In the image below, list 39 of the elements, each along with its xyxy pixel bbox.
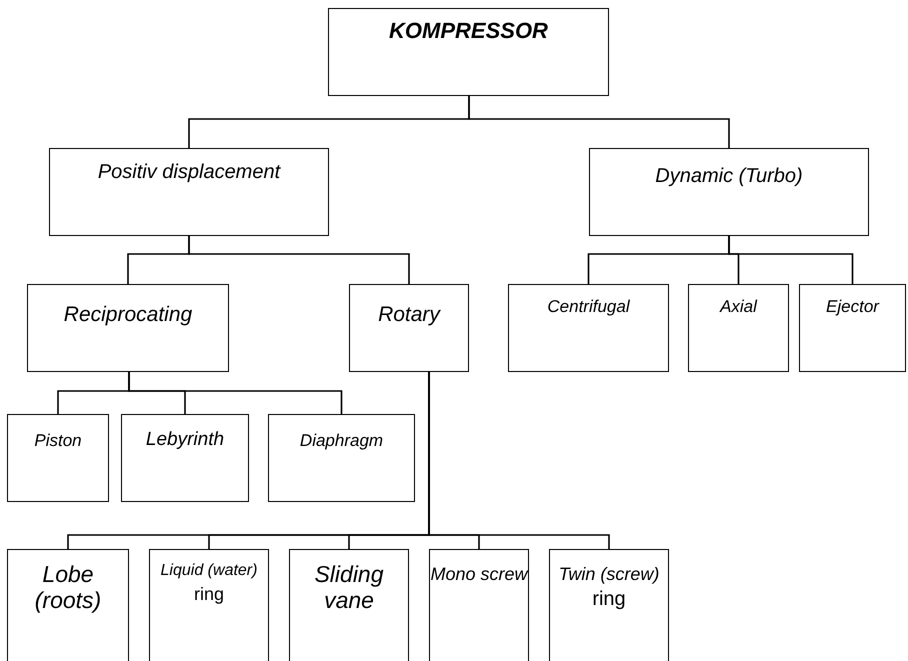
category-box [549, 549, 669, 661]
connector-line [188, 236, 410, 284]
category-box [27, 284, 229, 372]
category-box [688, 284, 789, 372]
category-box [799, 284, 906, 372]
box-label: ring [194, 584, 224, 604]
category-box [149, 549, 269, 661]
category-box [349, 284, 469, 372]
category-box [268, 414, 415, 502]
box-label: Axial [720, 297, 757, 316]
box-label: Liquid (water) [160, 562, 258, 580]
connector-line [468, 96, 730, 148]
box-label: ring [592, 588, 626, 611]
box-label: Lebyrinth [146, 429, 224, 450]
category-box [328, 8, 609, 96]
box-label: Centrifugal [547, 297, 630, 316]
box-label: Positiv displacement [98, 161, 280, 184]
box-label: Diaphragm [300, 431, 384, 450]
connector-line [128, 372, 342, 414]
box-label: Mono screw [430, 564, 528, 584]
connector-line [728, 236, 854, 284]
connector-line [428, 372, 610, 549]
category-box [7, 549, 129, 661]
box-label: Rotary [378, 303, 440, 327]
category-box [121, 414, 249, 502]
category-box [289, 549, 409, 661]
box-label: Lobe (roots) [34, 562, 102, 614]
box-label: Twin (screw) [558, 564, 660, 584]
box-label: Sliding vane [313, 562, 385, 614]
box-label: Piston [34, 431, 82, 450]
box-label: KOMPRESSOR [389, 19, 548, 44]
box-label: Ejector [826, 297, 879, 316]
category-box [49, 148, 329, 236]
box-label: Dynamic (Turbo) [655, 165, 803, 188]
category-box [589, 148, 869, 236]
category-box [508, 284, 669, 372]
category-box [7, 414, 109, 502]
box-label: Reciprocating [64, 303, 192, 327]
category-box [429, 549, 529, 661]
